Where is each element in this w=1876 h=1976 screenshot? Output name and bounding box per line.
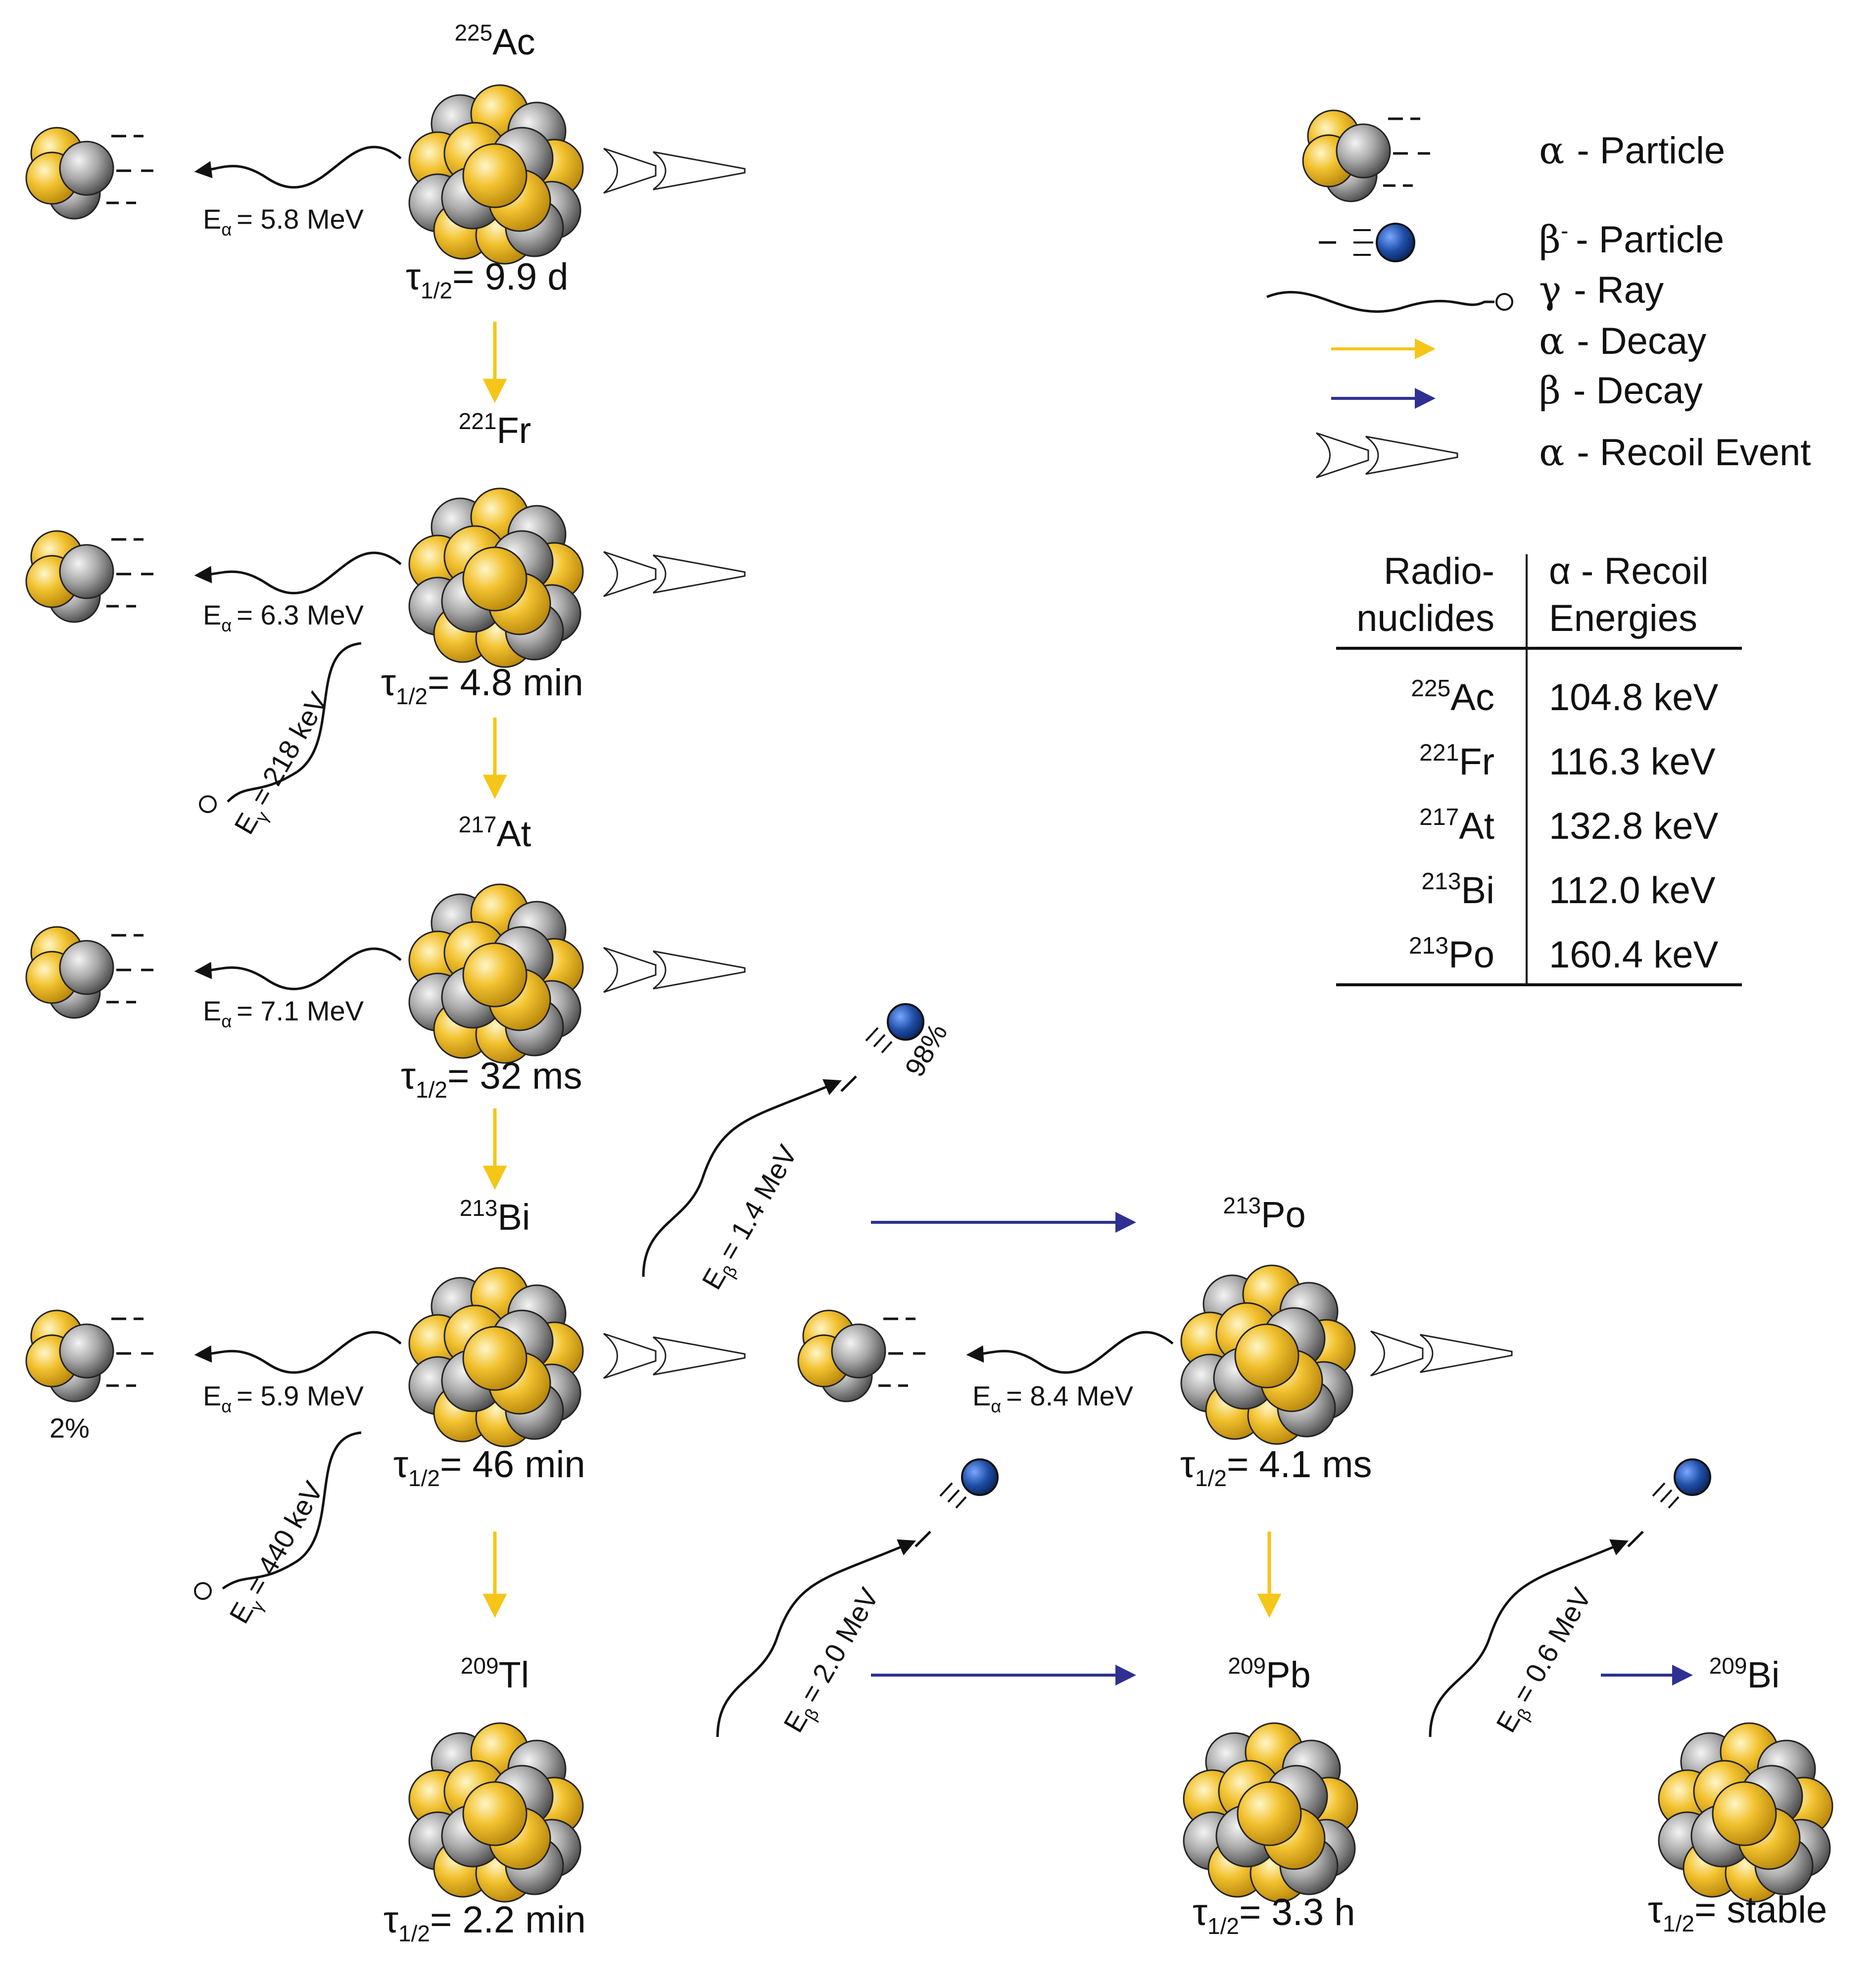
recoil-event-fr221: [603, 551, 746, 597]
nuclide-at217-label: 217At: [459, 812, 531, 854]
beta-energy-pb209: Eβ= 0.6 MeV: [1490, 1583, 1602, 1740]
table-row-nuclide: 213Po: [1409, 933, 1494, 976]
legend-alpha-decay-label: α- Decay: [1539, 319, 1706, 363]
alpha-track-ac225: [194, 145, 402, 189]
nuclide-po213-label: 213Po: [1223, 1193, 1305, 1235]
alpha-energy-bi213: Eα= 5.9 MeV: [203, 1380, 364, 1416]
nucleus-at217: [408, 883, 584, 1064]
nucleus-bi213: [408, 1267, 584, 1447]
nuclide-bi213-label: 213Bi: [460, 1195, 530, 1238]
table-row-energy: 112.0 keV: [1549, 869, 1716, 912]
alpha-particle-ac225: [26, 128, 153, 219]
recoil-event-po213: [1370, 1330, 1513, 1377]
recoil-energy-table: Radio- nuclides α - Recoil Energies 225A…: [1336, 550, 1742, 986]
half-life-ac225: τ1/2= 9.9 d: [406, 256, 569, 303]
table-row-nuclide: 221Fr: [1419, 740, 1494, 783]
legend-gamma-ray-label: γ- Ray: [1539, 268, 1664, 312]
nucleus-po213: [1180, 1264, 1356, 1445]
half-life-bi213: τ1/2= 46 min: [393, 1444, 585, 1491]
nucleus-ac225: [408, 84, 584, 265]
nuclide-fr221-label: 221Fr: [459, 408, 531, 451]
alpha-branch-percent: 2%: [49, 1412, 90, 1444]
alpha-energy-at217: Eα= 7.1 MeV: [203, 995, 364, 1031]
nuclide-pb209-label: 209Pb: [1228, 1653, 1310, 1695]
recoil-event-bi213: [603, 1333, 746, 1379]
recoil-event-at217: [603, 947, 746, 993]
half-life-at217: τ1/2= 32 ms: [401, 1055, 582, 1103]
beta-track-bi213: [642, 1079, 842, 1277]
alpha-track-po213: [966, 1331, 1174, 1374]
legend-gamma-ray-icon: [1266, 290, 1513, 313]
half-life-po213: τ1/2= 4.1 ms: [1180, 1444, 1372, 1491]
alpha-track-fr221: [194, 551, 402, 595]
alpha-energy-po213: Eα= 8.4 MeV: [972, 1380, 1134, 1416]
table-row-energy: 116.3 keV: [1549, 741, 1716, 783]
beta-track-tl209: [716, 1539, 916, 1737]
gamma-track-fr221: [227, 642, 362, 803]
beta-energy-tl209: Eβ= 2.0 MeV: [777, 1583, 889, 1740]
nuclide-tl209-label: 209Tl: [461, 1653, 529, 1695]
half-life-tl209: τ1/2= 2.2 min: [384, 1899, 586, 1946]
table-row-energy: 160.4 keV: [1549, 934, 1719, 976]
nucleus-tl209: [408, 1722, 584, 1903]
nuclide-ac225-label: 225Ac: [454, 20, 535, 62]
nuclide-bi209-label: 209Bi: [1709, 1653, 1780, 1695]
legend-alpha-particle-label: α- Particle: [1539, 128, 1725, 172]
table-header-left-line2: nuclides: [1356, 597, 1494, 639]
legend-alpha-particle-icon: [1303, 110, 1430, 201]
legend-beta-particle-icon: [1319, 223, 1415, 262]
table-row-energy: 104.8 keV: [1549, 676, 1719, 719]
beta-particle-pb209: [1628, 1459, 1710, 1546]
gamma-endpoint-bi213: [194, 1582, 212, 1600]
beta-track-pb209: [1429, 1539, 1629, 1737]
gamma-endpoint-fr221: [199, 795, 217, 813]
table-row-nuclide: 217At: [1419, 804, 1494, 847]
table-header-right-line1: α - Recoil: [1549, 550, 1709, 592]
alpha-particle-po213: [798, 1310, 925, 1401]
alpha-particle-fr221: [26, 531, 153, 622]
nucleus-fr221: [408, 487, 584, 668]
alpha-energy-ac225: Eα= 5.8 MeV: [203, 203, 364, 240]
table-header-left-line1: Radio-: [1384, 550, 1494, 592]
nucleus-pb209: [1183, 1722, 1358, 1903]
alpha-particle-bi213: [26, 1310, 153, 1401]
gamma-energy-bi213: Eγ= 440 keV: [223, 1476, 334, 1631]
alpha-energy-fr221: Eα= 6.3 MeV: [203, 599, 364, 635]
alpha-track-bi213: [194, 1331, 402, 1374]
legend: α- Particle β-- Particle γ- Ray α- Decay…: [1266, 110, 1811, 479]
table-row-nuclide: 225Ac: [1411, 675, 1494, 719]
beta-particle-tl209: [915, 1459, 998, 1546]
gamma-track-bi213: [222, 1431, 362, 1590]
recoil-event-ac225: [603, 147, 746, 194]
table-row-energy: 132.8 keV: [1549, 805, 1719, 847]
legend-beta-decay-label: β- Decay: [1539, 368, 1703, 412]
beta-energy-bi213: Eβ= 1.4 MeV: [696, 1140, 808, 1297]
table-header-right-line2: Energies: [1549, 597, 1697, 639]
nucleus-bi209: [1658, 1722, 1833, 1903]
legend-recoil-label: α- Recoil Event: [1539, 430, 1811, 474]
gamma-energy-fr221: Eγ= 218 keV: [228, 687, 338, 842]
half-life-bi209: τ1/2= stable: [1648, 1889, 1827, 1936]
half-life-pb209: τ1/2= 3.3 h: [1193, 1891, 1355, 1939]
legend-recoil-icon: [1315, 432, 1458, 479]
table-row-nuclide: 213Bi: [1421, 868, 1494, 912]
alpha-particle-at217: [26, 927, 153, 1018]
alpha-track-at217: [194, 947, 402, 991]
half-life-fr221: τ1/2= 4.8 min: [381, 662, 583, 709]
legend-beta-particle-label: β-- Particle: [1539, 217, 1724, 261]
